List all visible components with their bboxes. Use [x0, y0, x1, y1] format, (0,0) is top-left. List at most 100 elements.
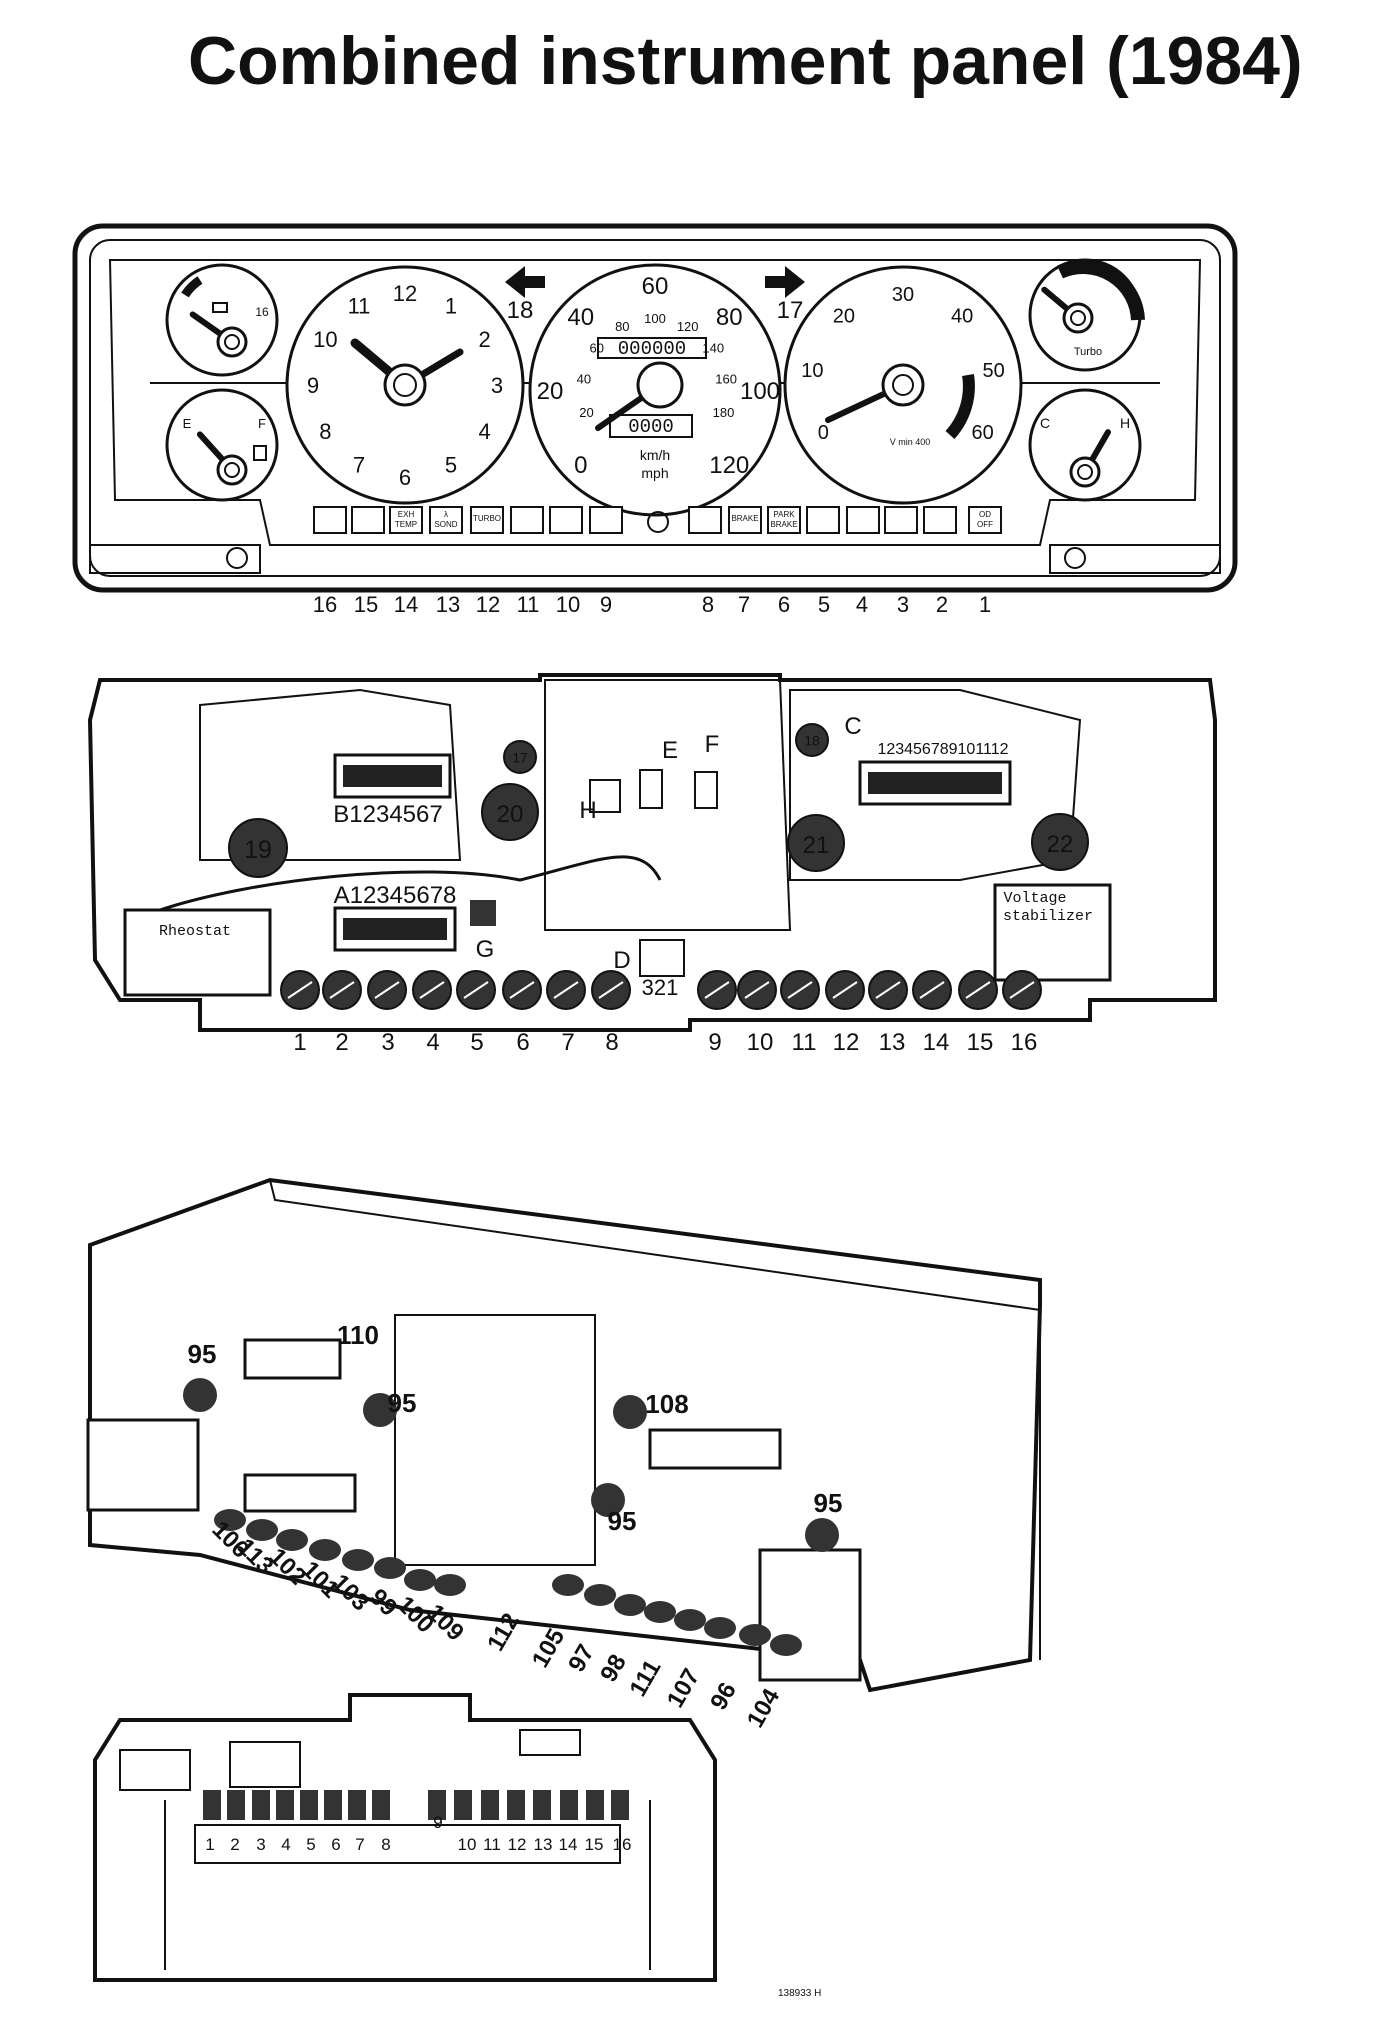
lamp-number: 13 [436, 592, 460, 617]
connector-b-label: B1234567 [333, 801, 442, 828]
bottom-pin [348, 1790, 366, 1820]
bottom-pin-number: 9 [433, 1813, 442, 1832]
iso-callout: 95 [188, 1339, 217, 1369]
bottom-pin [227, 1790, 245, 1820]
warning-lamp-label: OD [979, 510, 991, 519]
turn-left-arrow-icon [505, 266, 545, 298]
relay-e [639, 769, 663, 809]
speedo-unit-mph: mph [641, 465, 668, 481]
warning-lamp [968, 506, 1002, 534]
battery-icon [212, 302, 228, 313]
warning-lamp-label: BRAKE [770, 520, 797, 529]
terminal-number: 13 [879, 1029, 906, 1056]
speedo-mph-label: 20 [537, 378, 564, 405]
speedo-kmh-label: 60 [590, 341, 604, 356]
bottom-pin [203, 1790, 221, 1820]
rheostat-box [123, 908, 272, 997]
left-lower-bar [89, 544, 261, 574]
turn-left-number: 18 [507, 297, 534, 324]
needle-hub [1062, 302, 1094, 334]
needle-hub-inner [1077, 464, 1093, 480]
tacho-label: 30 [892, 284, 914, 306]
left-circuit-board [199, 688, 462, 861]
warning-lamp [549, 506, 583, 534]
bulb-holder [481, 783, 539, 841]
bottom-pin-frame [194, 1824, 621, 1864]
lamp-number: 11 [517, 592, 540, 617]
boost-caption: Turbo [1074, 346, 1102, 358]
terminal-slot [787, 981, 813, 999]
iso-connector-c [648, 1428, 782, 1470]
temp-hot-label: H [1120, 415, 1130, 431]
iso-terminal-number: 109 [422, 1599, 469, 1646]
voltmeter-scale-label: 16 [255, 305, 269, 319]
temperature-gauge-face [1028, 388, 1142, 502]
bottom-pin-number: 10 [458, 1835, 477, 1854]
lamp-number: 12 [476, 592, 500, 617]
right-knob [1064, 547, 1086, 569]
iso-terminal-bolt [374, 1557, 406, 1579]
tacho-label: 40 [951, 306, 973, 328]
iso-terminal-number: 111 [624, 1655, 666, 1701]
iso-callout: 110 [337, 1320, 379, 1350]
tacho-label: 10 [801, 360, 823, 382]
clock-numeral: 9 [307, 373, 319, 398]
tacho-label: 0 [818, 422, 829, 444]
panel-inner-frame [89, 239, 1221, 577]
bottom-pin-number: 3 [256, 1835, 265, 1854]
bulb-number: 22 [1047, 831, 1074, 858]
iso-connector-b [243, 1338, 342, 1380]
bottom-pin-number: 5 [306, 1835, 315, 1854]
iso-bulb-holder [183, 1378, 217, 1412]
fuel-empty-label: E [183, 416, 192, 431]
warning-lamp-label: SOND [434, 520, 457, 529]
clock-numeral: 5 [445, 453, 457, 478]
terminal-slot [704, 981, 730, 999]
bulb-number: 21 [803, 832, 830, 859]
bulb-holder [795, 723, 829, 757]
clock-numeral: 11 [348, 293, 371, 318]
warning-lamp [688, 506, 722, 534]
bulb-number: 17 [512, 750, 528, 766]
terminal-slot [919, 981, 945, 999]
bottom-tab-left [119, 1749, 191, 1791]
bottom-pin [300, 1790, 318, 1820]
iso-terminal-number: 99 [364, 1584, 402, 1622]
speedo-mph-label: 80 [716, 304, 743, 331]
terminal-number: 1 [293, 1029, 306, 1056]
connector-c-pins [868, 772, 1002, 794]
iso-connector-a [243, 1473, 357, 1513]
terminal-number: 2 [335, 1029, 348, 1056]
iso-rheostat [86, 1418, 200, 1512]
iso-terminal-bolt [434, 1574, 466, 1596]
iso-terminal-number: 97 [563, 1640, 600, 1677]
speedo-mph-label: 120 [709, 452, 749, 479]
warning-lamp [923, 506, 957, 534]
terminal-number: 3 [381, 1029, 394, 1056]
bottom-pin [428, 1790, 446, 1820]
connector-b [333, 753, 452, 799]
warning-lamp [429, 506, 463, 534]
iso-terminal-bolt [246, 1519, 278, 1541]
label-d: D [613, 947, 630, 974]
component-g [470, 900, 496, 926]
odometer-window [597, 337, 707, 359]
relay-h [589, 779, 621, 813]
clock-numeral: 4 [479, 419, 491, 444]
iso-bulb-holder [591, 1483, 625, 1517]
lamp-number: 8 [702, 592, 714, 617]
fuel-gauge-face [165, 388, 279, 502]
iso-terminal-number: 104 [742, 1684, 786, 1733]
iso-terminal-bolt [404, 1569, 436, 1591]
terminal-slot [463, 981, 489, 999]
clock-numeral: 7 [353, 453, 365, 478]
warning-lamp-label: PARK [773, 510, 795, 519]
bottom-pin [533, 1790, 551, 1820]
speedo-mph-label: 100 [740, 378, 780, 405]
iso-terminal-bolt [309, 1539, 341, 1561]
clock-numeral: 6 [399, 465, 411, 490]
iso-terminal-bolt [342, 1549, 374, 1571]
lamp-number: 3 [897, 592, 909, 617]
connector-c [858, 760, 1012, 806]
